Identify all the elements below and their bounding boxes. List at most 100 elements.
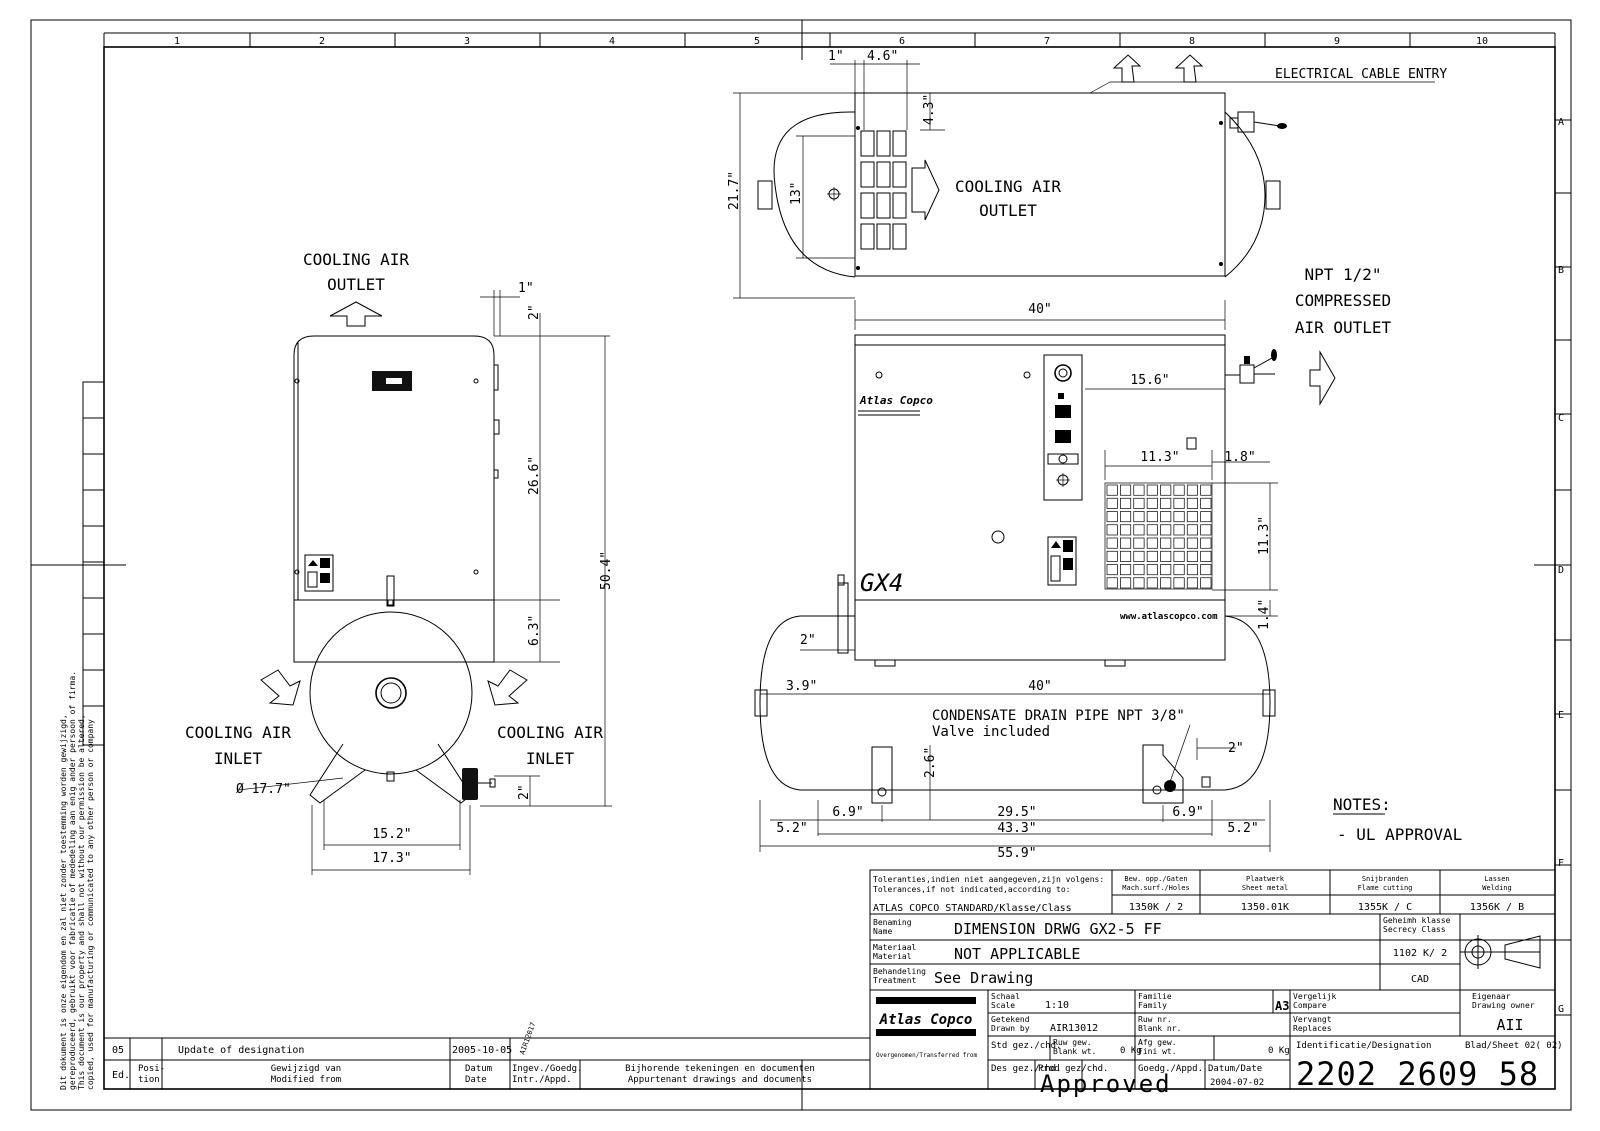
svg-text:26.6": 26.6" (527, 456, 542, 495)
svg-text:COOLING AIR: COOLING AIR (955, 177, 1061, 196)
svg-text:Intr./Appd.: Intr./Appd. (512, 1075, 572, 1085)
cable-entry-arrow-icon (1174, 54, 1204, 83)
svg-text:6.3": 6.3" (527, 615, 542, 646)
svg-text:Blank wt.: Blank wt. (1053, 1047, 1096, 1056)
svg-text:17.3": 17.3" (372, 851, 411, 866)
svg-text:Prod gez/chd.: Prod gez/chd. (1038, 1064, 1108, 1074)
svg-text:Behandeling: Behandeling (873, 967, 926, 976)
vent-cell (1106, 511, 1118, 523)
grid-row-label: C (1558, 413, 1564, 424)
svg-text:Flame cutting: Flame cutting (1358, 884, 1413, 892)
title-block: Toleranties,indien niet aangegeven,zijn … (869, 869, 1563, 1098)
svg-text:Plaatwerk: Plaatwerk (1246, 875, 1285, 883)
vent-cell (1160, 524, 1172, 536)
vent-cell (1200, 537, 1212, 549)
svg-text:Ed.: Ed. (112, 1070, 130, 1081)
vent-cell (1160, 511, 1172, 523)
svg-text:6.9": 6.9" (1172, 805, 1203, 820)
svg-text:Datum/Date: Datum/Date (1208, 1064, 1262, 1074)
svg-text:Blank nr.: Blank nr. (1138, 1024, 1181, 1033)
svg-text:1": 1" (518, 281, 534, 296)
brand-logo: Atlas Copco (859, 394, 933, 407)
grid-col-label: 10 (1476, 36, 1488, 47)
notes: NOTES: - UL APPROVAL (1333, 795, 1462, 844)
svg-text:6.9": 6.9" (832, 805, 863, 820)
svg-text:AIR13012: AIR13012 (1050, 1023, 1098, 1034)
svg-text:1350K / 2: 1350K / 2 (1129, 902, 1183, 913)
vent-cell (1186, 484, 1198, 496)
svg-text:Name: Name (873, 927, 892, 936)
svg-text:Ruw gew.: Ruw gew. (1053, 1038, 1092, 1047)
svg-text:Valve included: Valve included (932, 724, 1050, 740)
svg-text:Toleranties,indien niet aangeg: Toleranties,indien niet aangegeven,zijn … (873, 875, 1104, 884)
svg-text:21.7": 21.7" (727, 171, 742, 210)
vent-cell (1146, 524, 1158, 536)
svg-text:40": 40" (1028, 679, 1051, 694)
svg-text:This document is our property: This document is our property and shall … (77, 714, 86, 1090)
vent-cell (1106, 564, 1118, 576)
vent-cell (1186, 537, 1198, 549)
svg-text:Eigenaar: Eigenaar (1472, 992, 1511, 1001)
approved-stamp: Approved (1040, 1070, 1172, 1098)
svg-text:NOT APPLICABLE: NOT APPLICABLE (954, 945, 1080, 963)
airflow-arrow-icon (260, 669, 301, 706)
grid-col-label: 2 (319, 36, 325, 47)
svg-text:Compare: Compare (1293, 1001, 1327, 1010)
grid-col-label: 8 (1189, 36, 1195, 47)
grid-col-label: 3 (464, 36, 470, 47)
grid-col-label: 6 (899, 36, 905, 47)
svg-text:0 Kg: 0 Kg (1120, 1046, 1142, 1056)
svg-text:ELECTRICAL CABLE ENTRY: ELECTRICAL CABLE ENTRY (1275, 67, 1447, 82)
vent-cell (1173, 577, 1185, 589)
vent-cell (1160, 577, 1172, 589)
svg-text:COOLING AIR: COOLING AIR (185, 723, 291, 742)
airflow-arrow-icon (487, 669, 528, 706)
vent-cell (1186, 577, 1198, 589)
svg-text:1102 K/ 2: 1102 K/ 2 (1393, 948, 1447, 959)
vent-cell (1160, 537, 1172, 549)
svg-text:1355K / C: 1355K / C (1358, 902, 1412, 913)
svg-text:ATLAS COPCO STANDARD/Klasse/Cl: ATLAS COPCO STANDARD/Klasse/Class (873, 903, 1072, 914)
designation-number: 2202 2609 58 (1296, 1055, 1539, 1093)
svg-text:NOTES:: NOTES: (1333, 795, 1391, 814)
svg-text:INLET: INLET (526, 749, 575, 768)
vent-cell (1160, 484, 1172, 496)
svg-text:Des gez./chd.: Des gez./chd. (991, 1064, 1061, 1074)
svg-text:2": 2" (1228, 741, 1244, 756)
svg-text:NPT 1/2": NPT 1/2" (1304, 265, 1381, 284)
svg-text:CAD: CAD (1411, 974, 1429, 985)
svg-text:See Drawing: See Drawing (934, 969, 1033, 987)
side-view: COOLING AIR OUTLET (185, 250, 614, 875)
vent-cell (1186, 511, 1198, 523)
vent-cell (1133, 524, 1145, 536)
svg-text:2.6": 2.6" (923, 747, 938, 778)
model-name: GX4 (860, 569, 903, 597)
vent-cell (1173, 511, 1185, 523)
svg-text:11.3": 11.3" (1140, 450, 1179, 465)
grid-col-label: 1 (174, 36, 180, 47)
svg-text:Dit dokument is onze eigendom: Dit dokument is onze eigendom en zal nie… (59, 714, 68, 1090)
svg-text:Identificatie/Designation: Identificatie/Designation (1296, 1041, 1431, 1051)
svg-text:29.5": 29.5" (997, 805, 1036, 820)
svg-text:Geheimh klasse: Geheimh klasse (1383, 916, 1451, 925)
vent-cell (1120, 564, 1132, 576)
vent-cell (1106, 497, 1118, 509)
vent-cell (1120, 497, 1132, 509)
svg-text:OUTLET: OUTLET (979, 201, 1037, 220)
svg-text:2": 2" (800, 633, 816, 648)
svg-text:Materiaal: Materiaal (873, 943, 917, 952)
svg-text:3.9": 3.9" (786, 679, 817, 694)
svg-text:40": 40" (1028, 302, 1051, 317)
svg-text:2": 2" (527, 304, 542, 320)
svg-text:Blad/Sheet 02( 02): Blad/Sheet 02( 02) (1465, 1041, 1563, 1051)
svg-text:15.6": 15.6" (1130, 373, 1169, 388)
drawing-name: DIMENSION DRWG GX2-5 FF (954, 920, 1162, 938)
vent-cell (1106, 550, 1118, 562)
vent-cell (1146, 537, 1158, 549)
svg-text:Afg gew.: Afg gew. (1138, 1038, 1177, 1047)
svg-text:Lassen: Lassen (1484, 875, 1509, 883)
svg-text:4.6": 4.6" (867, 49, 898, 64)
grid-col-label: 5 (754, 36, 760, 47)
grid-row-label: B (1558, 265, 1564, 276)
